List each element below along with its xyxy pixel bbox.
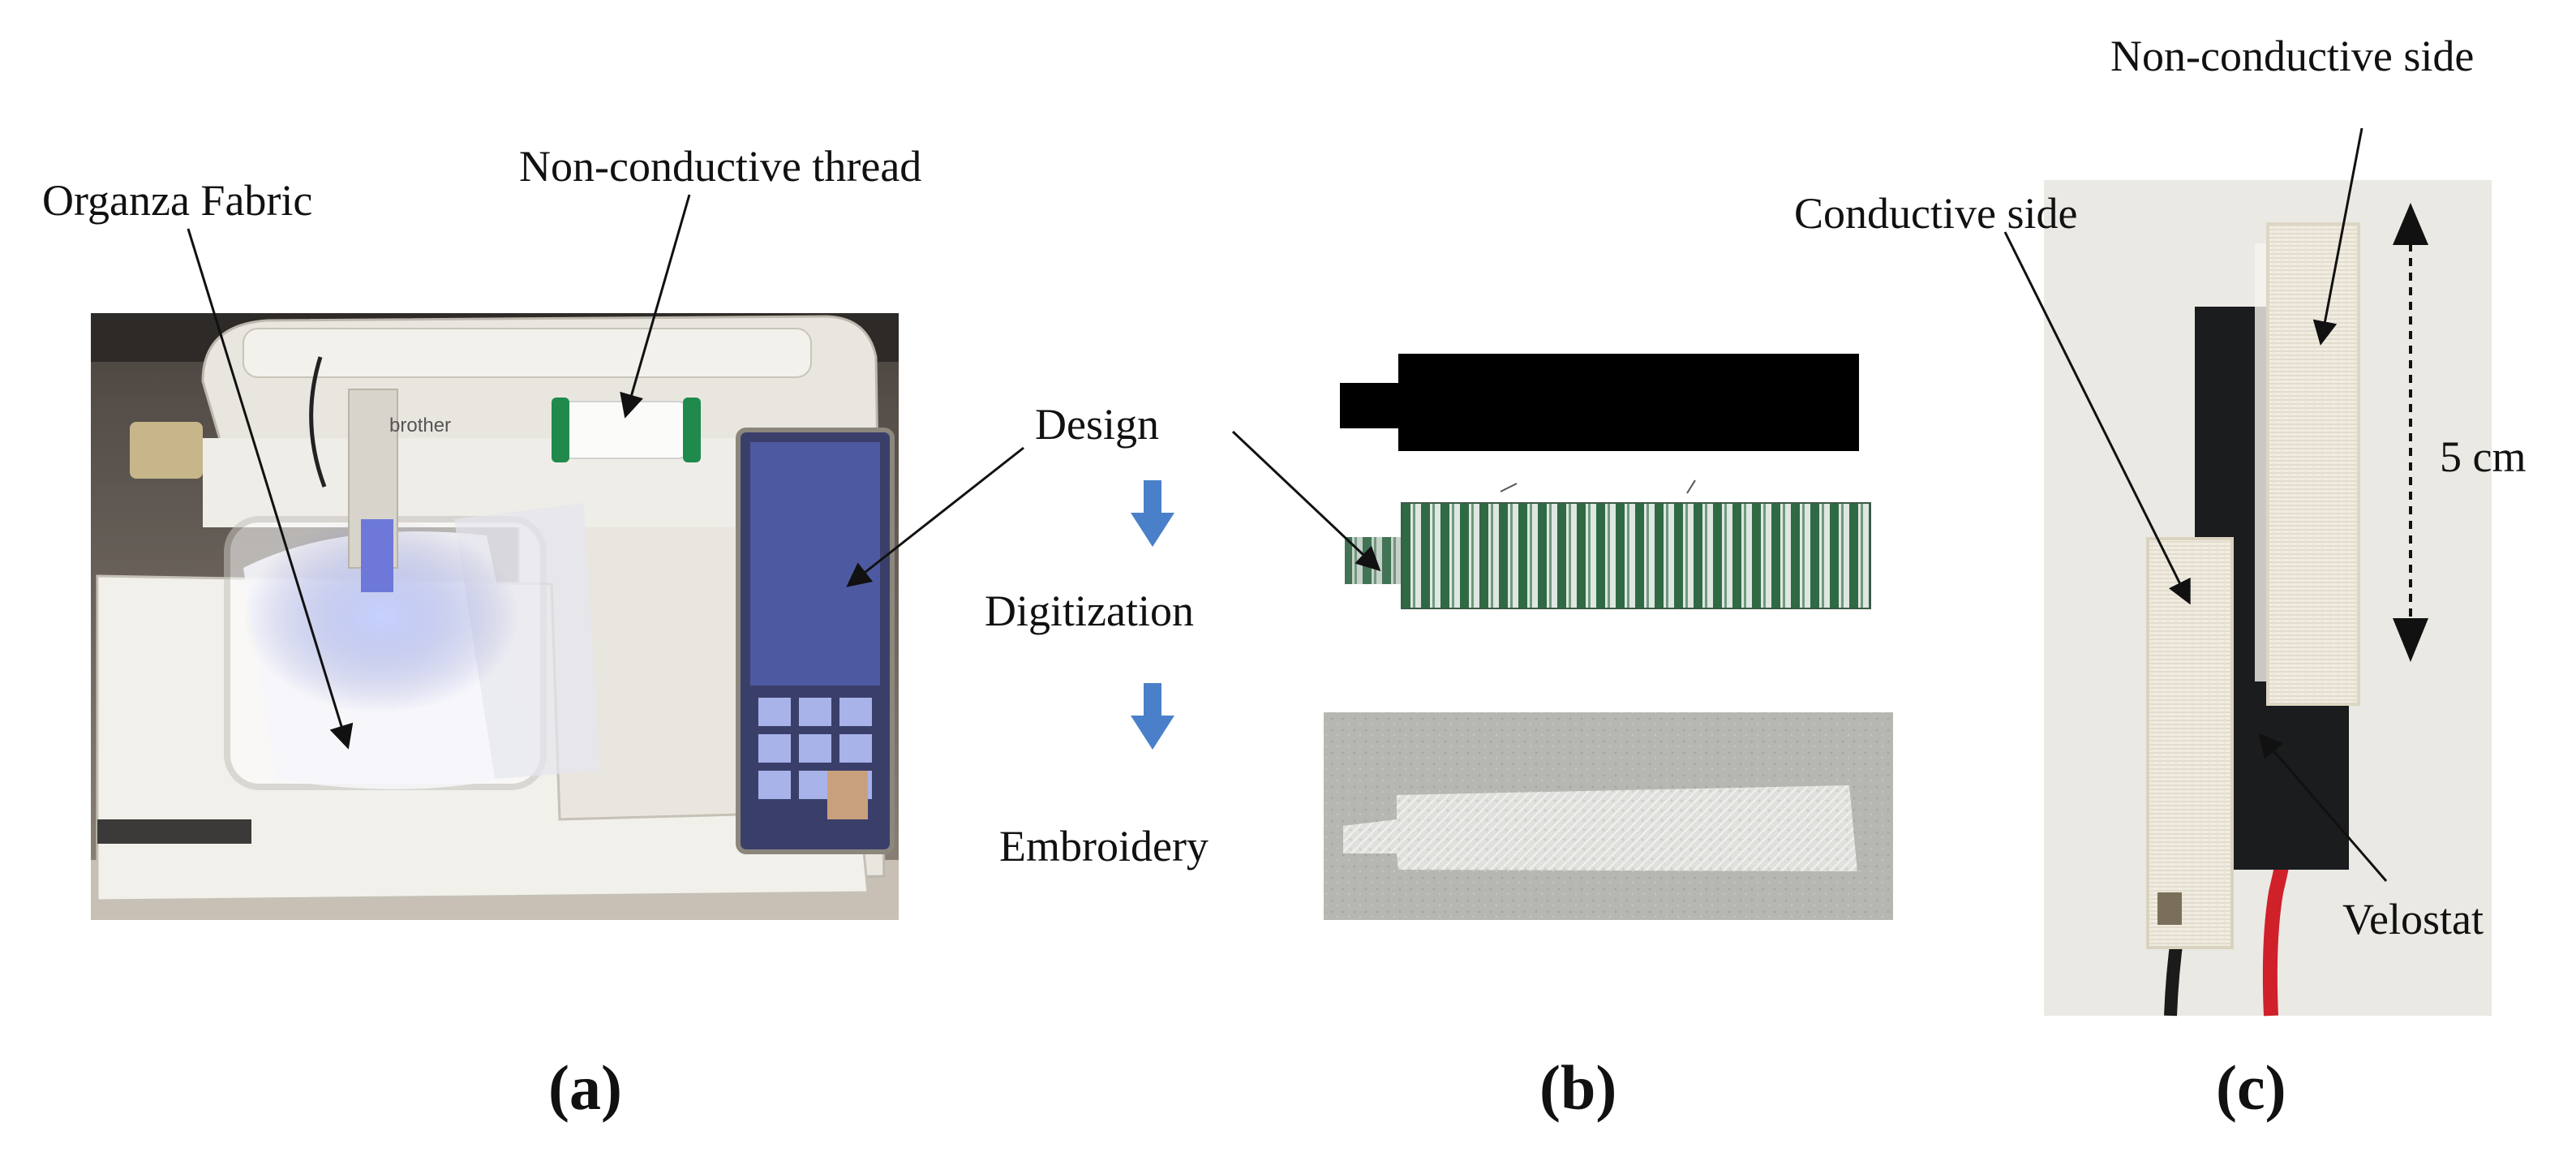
conductive-leader-line xyxy=(2003,231,2191,605)
non-conductive-side-label: Non-conductive side xyxy=(2110,32,2475,80)
velostat-label: Velostat xyxy=(2342,895,2484,944)
non-conductive-thread-label: Non-conductive thread xyxy=(519,142,922,191)
length-label: 5 cm xyxy=(2440,432,2527,481)
digitized-stitch-pattern xyxy=(1345,479,1871,609)
step-digitization-label: Digitization xyxy=(985,587,1194,635)
non-conductive-leader-line xyxy=(2312,127,2363,346)
organza-fabric-label: Organza Fabric xyxy=(42,176,313,225)
velostat-leader-line xyxy=(2258,733,2388,882)
fabric-leader-line xyxy=(187,228,354,750)
design-screen-leader-line xyxy=(846,446,1024,587)
step-design-label: Design xyxy=(1035,400,1159,449)
panel-label-b: (b) xyxy=(1539,1052,1617,1123)
design-to-digitization-leader-line xyxy=(1231,430,1381,572)
length-dimension-arrow xyxy=(2393,203,2428,662)
step-embroidery-label: Embroidery xyxy=(999,822,1209,870)
pressure-sensor-photo xyxy=(2044,180,2492,1017)
blue-down-arrow-2 xyxy=(1131,683,1174,750)
machine-brand-text: brother xyxy=(389,415,451,436)
embroidery-result-photo xyxy=(1324,712,1893,920)
embroidery-machine-photo: brother xyxy=(91,313,899,920)
conductive-side-label: Conductive side xyxy=(1794,189,2078,238)
blue-down-arrow-1 xyxy=(1131,480,1174,547)
design-shape xyxy=(1340,354,1859,451)
panel-label-a: (a) xyxy=(548,1052,622,1123)
panel-label-c: (c) xyxy=(2216,1052,2286,1123)
thread-leader-line xyxy=(620,194,691,419)
